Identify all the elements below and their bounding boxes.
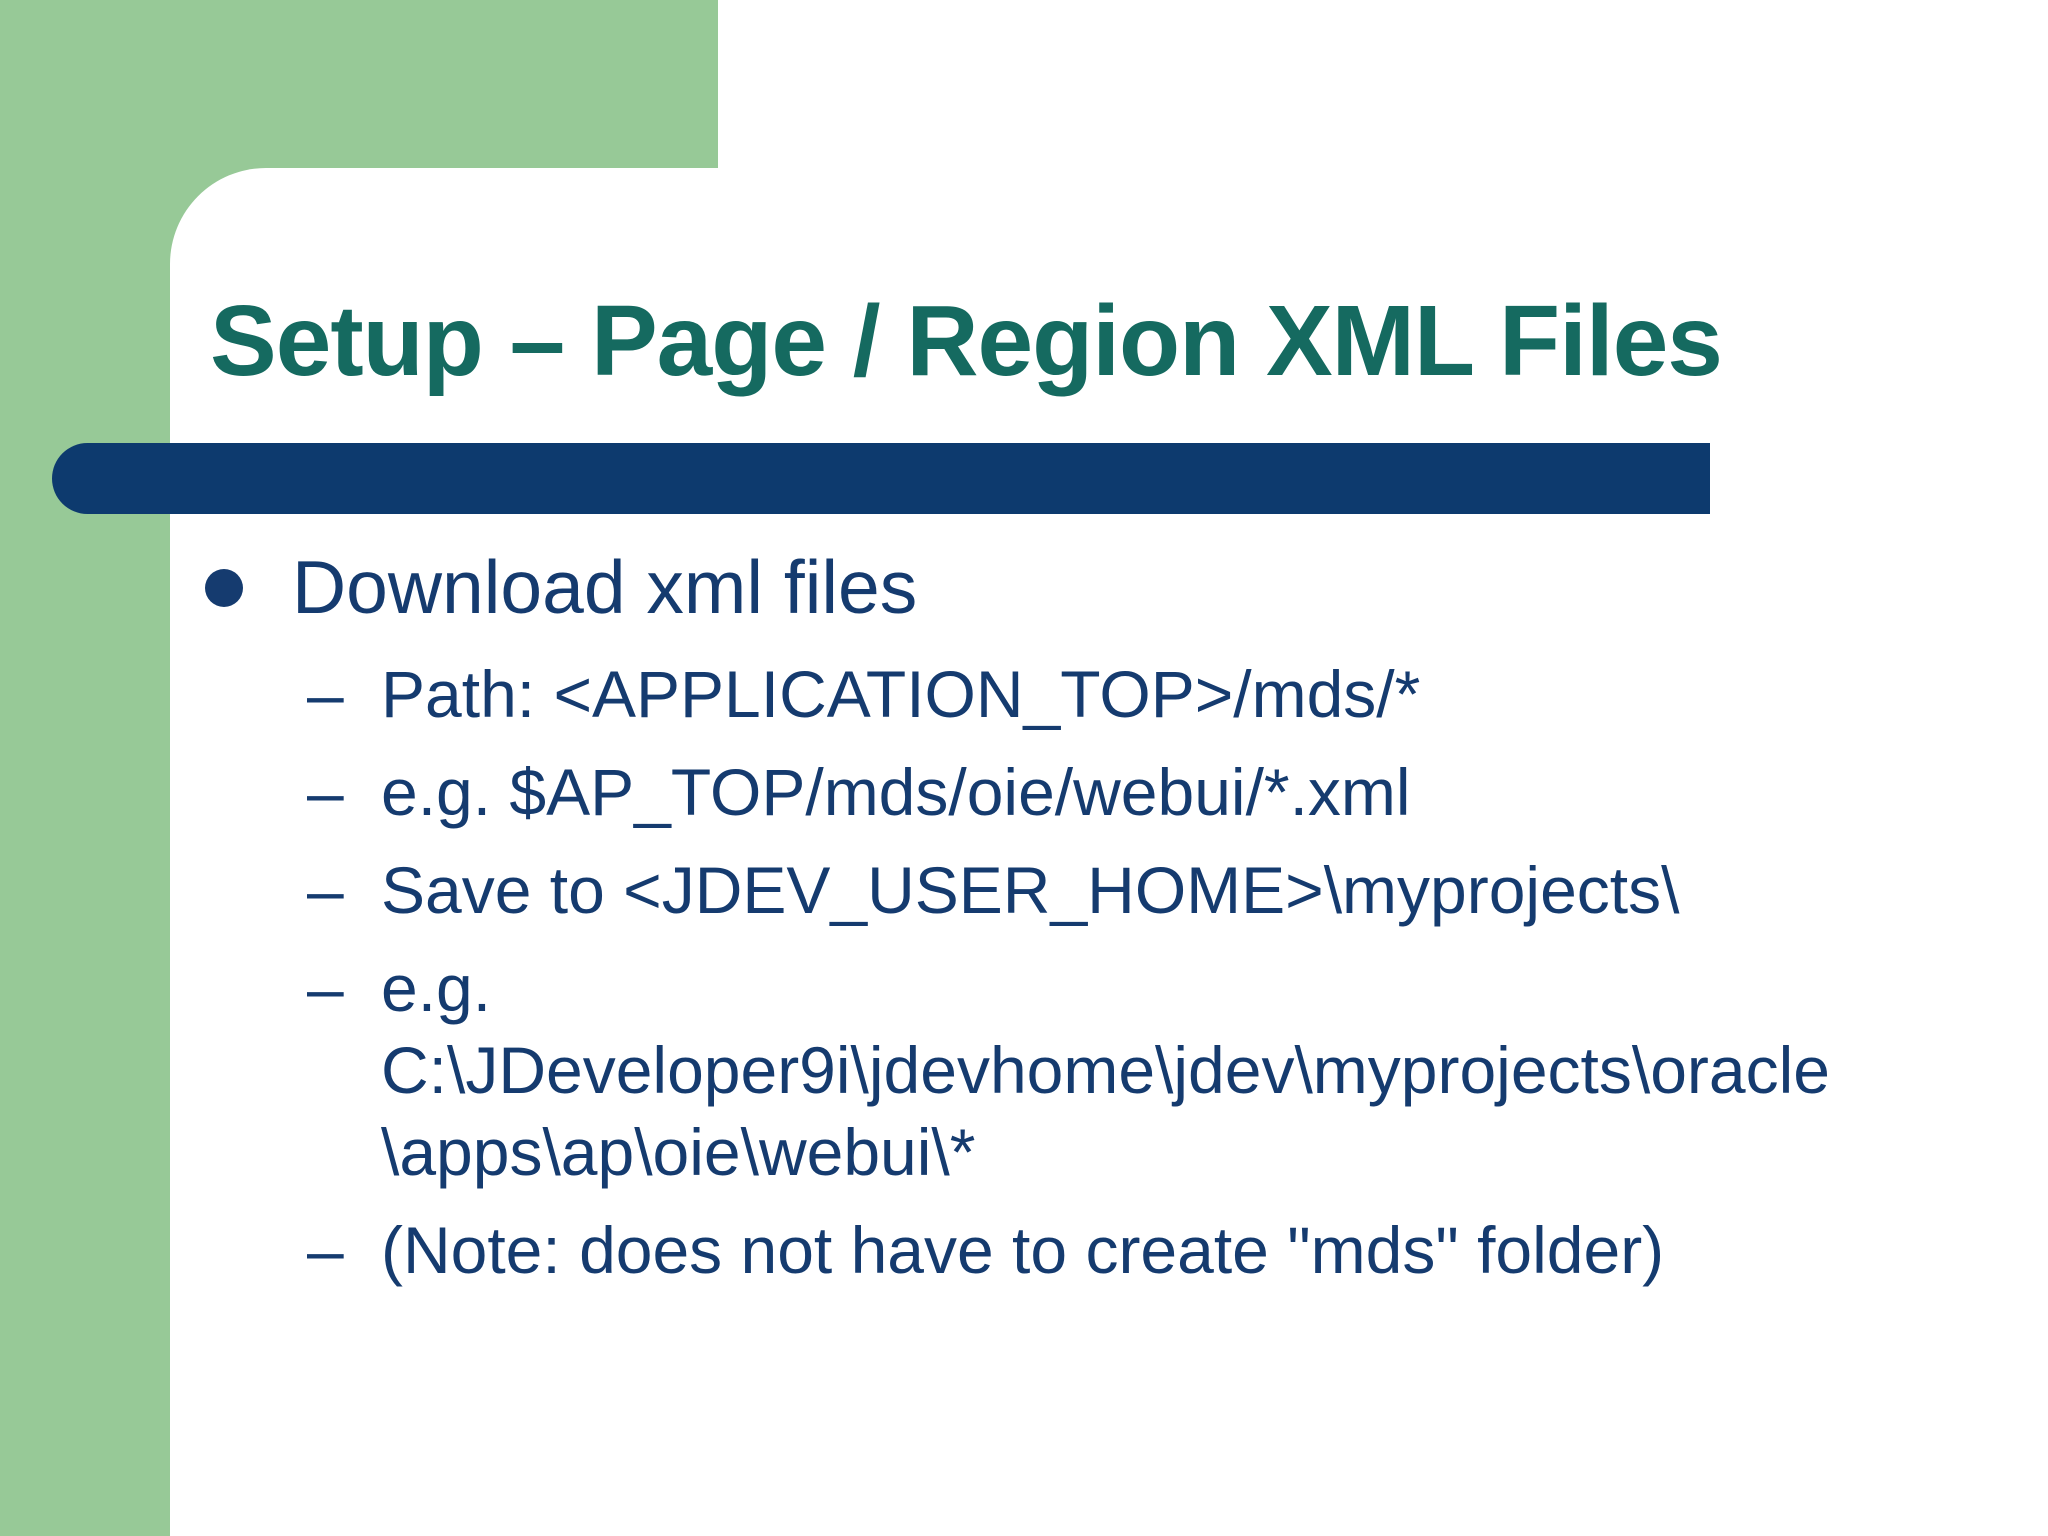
dash-marker-icon: – bbox=[307, 951, 344, 1025]
sub-bullet-item: – e.g. $AP_TOP/mds/oie/webui/*.xml bbox=[205, 751, 1945, 833]
sub-bullet-item: – (Note: does not have to create "mds" f… bbox=[205, 1209, 1945, 1291]
sub-bullet-line: Path: <APPLICATION_TOP>/mds/* bbox=[381, 657, 1421, 731]
main-bullet-label: Download xml files bbox=[292, 545, 918, 629]
sub-bullet-list: – Path: <APPLICATION_TOP>/mds/* – e.g. $… bbox=[205, 653, 1945, 1291]
sub-bullet-item: – Path: <APPLICATION_TOP>/mds/* bbox=[205, 653, 1945, 735]
dash-marker-icon: – bbox=[307, 755, 344, 829]
sub-bullet-line: e.g. bbox=[381, 951, 492, 1025]
slide-title: Setup – Page / Region XML Files bbox=[210, 285, 1723, 397]
slide-body: Download xml files – Path: <APPLICATION_… bbox=[205, 550, 1945, 1307]
bullet-dot-icon bbox=[205, 569, 243, 607]
main-bullet-item: Download xml files bbox=[205, 550, 1945, 625]
sub-bullet-line: Save to <JDEV_USER_HOME>\myprojects\ bbox=[381, 853, 1680, 927]
title-accent-bar bbox=[52, 443, 1710, 514]
dash-marker-icon: – bbox=[307, 853, 344, 927]
sub-bullet-line: (Note: does not have to create "mds" fol… bbox=[381, 1213, 1665, 1287]
content-panel bbox=[170, 168, 2048, 1536]
sub-bullet-line: \apps\ap\oie\webui\* bbox=[381, 1115, 976, 1189]
sub-bullet-line: C:\JDeveloper9i\jdevhome\jdev\myprojects… bbox=[381, 1033, 1830, 1107]
sub-bullet-line: e.g. $AP_TOP/mds/oie/webui/*.xml bbox=[381, 755, 1411, 829]
dash-marker-icon: – bbox=[307, 1213, 344, 1287]
sub-bullet-item: – Save to <JDEV_USER_HOME>\myprojects\ bbox=[205, 849, 1945, 931]
dash-marker-icon: – bbox=[307, 657, 344, 731]
sub-bullet-item: – e.g. C:\JDeveloper9i\jdevhome\jdev\myp… bbox=[205, 947, 1945, 1193]
